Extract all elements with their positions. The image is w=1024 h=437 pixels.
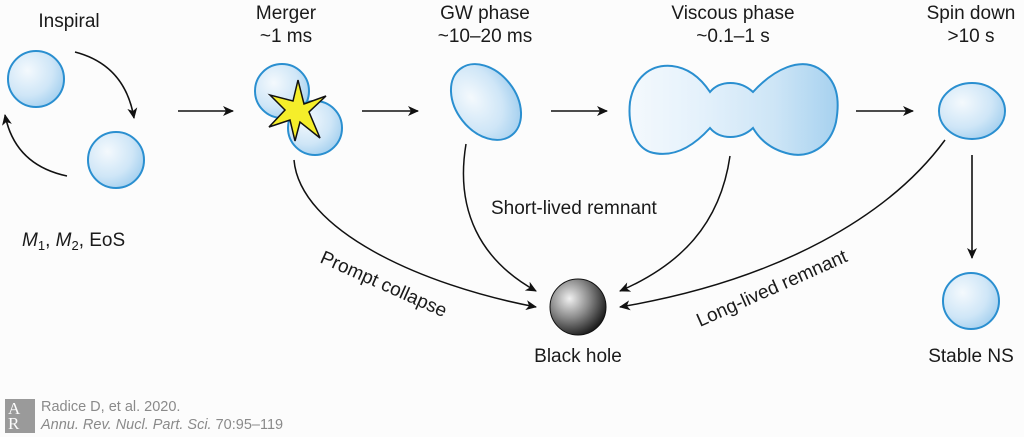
citation-text: Radice D, et al. 2020. Annu. Rev. Nucl. … [41, 398, 283, 434]
orbit-arrow-bottom [2, 114, 68, 177]
logo-letter-r: R [8, 414, 20, 433]
gw-phase-title: GW phase [440, 3, 530, 24]
neutron-star-1 [7, 50, 65, 108]
arrow-long-lived [619, 139, 946, 311]
merger-title: Merger [256, 3, 317, 24]
logo-letter-a: A [8, 399, 21, 418]
neutron-star-2 [87, 131, 145, 189]
orbit-arrow-top [74, 51, 138, 119]
label-prompt-collapse: Prompt collapse [317, 247, 450, 322]
stable-ns-label: Stable NS [928, 346, 1014, 367]
spin-down-time: >10 s [947, 26, 994, 47]
gw-phase-time: ~10–20 ms [438, 26, 533, 47]
citation: A R Radice D, et al. 2020. Annu. Rev. Nu… [5, 397, 283, 435]
viscous-phase-time: ~0.1–1 s [696, 26, 769, 47]
inspiral-title: Inspiral [38, 11, 99, 32]
merger-flash-icon [267, 79, 327, 142]
citation-authors: Radice D, et al. 2020. [41, 399, 181, 415]
merger-time: ~1 ms [260, 26, 312, 47]
arrow-gw-to-bh [462, 143, 537, 292]
citation-journal-line: Annu. Rev. Nucl. Part. Sci. 70:95–119 [41, 416, 283, 434]
citation-pages: 70:95–119 [211, 417, 284, 433]
citation-journal: Annu. Rev. Nucl. Part. Sci. [41, 417, 212, 433]
label-short-lived: Short-lived remnant [491, 198, 658, 219]
spin-down-remnant [938, 82, 1006, 140]
black-hole [549, 278, 607, 336]
arrow-prompt-collapse [293, 159, 537, 311]
spin-down-title: Spin down [927, 3, 1016, 24]
stable-ns [942, 272, 1000, 330]
viscous-phase-title: Viscous phase [671, 3, 794, 24]
inspiral-params: M1, M2, EoS [22, 230, 125, 253]
annual-reviews-logo-icon: A R [5, 399, 35, 433]
viscous-phase-remnant [628, 63, 839, 156]
arrow-viscous-to-bh [619, 155, 731, 292]
gw-phase-remnant [449, 63, 523, 141]
black-hole-label: Black hole [534, 346, 622, 367]
label-long-lived: Long-lived remnant [693, 246, 851, 332]
